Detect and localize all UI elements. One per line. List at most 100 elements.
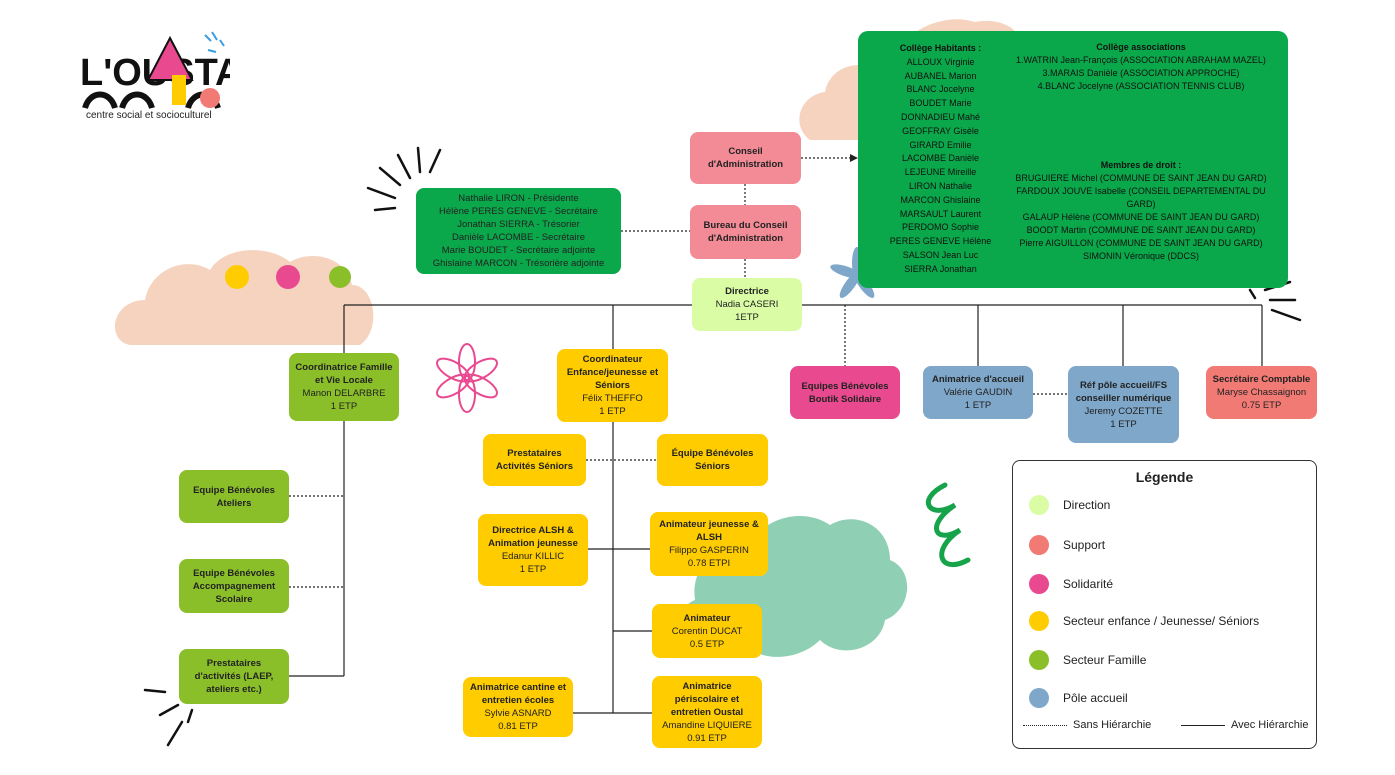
habitant: PERDOMO Sophie: [901, 222, 980, 233]
animateur-title: Animateur: [683, 612, 731, 624]
animatrice-peri-title: Animatrice périscolaire et entretien Ous…: [670, 680, 744, 718]
habitant: GIRARD Emilie: [909, 139, 972, 150]
ref-pole-title: Réf pôle accueil/FS conseiller numérique: [1075, 379, 1172, 404]
animateur-jeunesse-box: Animateur jeunesse & ALSH Filippo GASPER…: [650, 512, 768, 576]
droit-member: BRUGUIERE Michel (COMMUNE DE SAINT JEAN …: [1015, 173, 1267, 183]
equipe-seniors-box: Équipe Bénévoles Séniors: [657, 434, 768, 486]
logo-subtitle: centre social et socioculturel: [86, 110, 212, 121]
habitant: SIERRA Jonathan: [904, 263, 977, 274]
legend-label: Pôle accueil: [1063, 691, 1128, 705]
habitant: ALLOUX Virginie: [906, 56, 975, 67]
animatrice-cantine-etp: 0.81 ETP: [498, 721, 538, 732]
animatrice-accueil-title: Animatrice d'accueil: [931, 374, 1025, 385]
college-associations: Collège associations 1.WATRIN Jean-Franç…: [1010, 41, 1272, 93]
bureau-member: Marie BOUDET - Secrétaire adjointe: [441, 245, 596, 256]
association-member: 3.MARAIS Danièle (ASSOCIATION APPROCHE): [1042, 68, 1240, 78]
droit-member: SIMONIN Véronique (DDCS): [1082, 251, 1200, 261]
habitant: MARCON Ghislaine: [900, 194, 981, 205]
association-member: 4.BLANC Jocelyne (ASSOCIATION TENNIS CLU…: [1037, 81, 1245, 91]
conseil-administration-box: Conseil d'Administration: [690, 132, 801, 184]
directrice-box: Directrice Nadia CASERI 1ETP: [692, 278, 802, 331]
animateur-jeunesse-name: Filippo GASPERIN: [669, 545, 749, 556]
habitant: MARSAULT Laurent: [899, 208, 982, 219]
secretaire-box: Secrétaire Comptable Maryse Chassaignon …: [1206, 366, 1317, 419]
directrice-title: Directrice: [725, 286, 769, 297]
ref-pole-box: Réf pôle accueil/FS conseiller numérique…: [1068, 366, 1179, 443]
yellow-dot: [225, 265, 249, 289]
prestataires-seniors-title: Prestataires Activités Séniors: [495, 448, 574, 472]
legend: Légende Direction Support Solidarité Sec…: [1012, 460, 1317, 749]
directrice-etp: 1ETP: [735, 312, 759, 323]
animatrice-peri-box: Animatrice périscolaire et entretien Ous…: [652, 676, 762, 748]
droit-member: Pierre AIGUILLON (COMMUNE DE SAINT JEAN …: [1019, 238, 1263, 248]
directrice-alsh-etp: 1 ETP: [519, 564, 547, 575]
habitant: LIRON Nathalie: [908, 180, 973, 191]
green-swirl: [925, 482, 971, 568]
habitant: BOUDET Marie: [909, 98, 972, 109]
coord-famille-box: Coordinatrice Famille et Vie Locale Mano…: [289, 353, 399, 421]
legend-item: Solidarité: [1029, 574, 1113, 594]
ca-title: Conseil d'Administration: [707, 146, 784, 170]
bureau-ca-box: Bureau du Conseil d'Administration: [690, 205, 801, 259]
pink-dot: [276, 265, 300, 289]
oustal-logo: L'OUSTAL: [80, 31, 230, 110]
animatrice-accueil-name: Valérie GAUDIN: [943, 387, 1013, 398]
habitant: LACOMBE Danièle: [901, 153, 980, 164]
ref-pole-name: Jeremy COZETTE: [1084, 405, 1163, 417]
arrow-head: [850, 154, 858, 162]
legend-label: Direction: [1063, 498, 1111, 512]
animateur-etp: 0.5 ETP: [689, 638, 725, 650]
bureau-member: Danièle LACOMBE - Secrétaire: [451, 232, 586, 243]
dotted-label: Sans Hiérarchie: [1073, 719, 1152, 731]
solid-connectors: [289, 304, 1263, 714]
directrice-alsh-title: Directrice ALSH & Animation jeunesse: [488, 525, 578, 549]
legend-solid-key: Avec Hiérarchie: [1181, 719, 1308, 731]
coord-enfance-name: Félix THEFFO: [582, 393, 643, 404]
legend-item: Secteur Famille: [1029, 650, 1146, 670]
droit-member: FARDOUX JOUVE Isabelle (CONSEIL DEPARTEM…: [1016, 186, 1266, 209]
dotted-connectors: [289, 157, 1068, 588]
legend-label: Secteur enfance / Jeunesse/ Séniors: [1063, 614, 1260, 628]
legend-swatch: [1029, 611, 1049, 631]
equipes-boutik-title: Equipes Bénévoles Boutik Solidaire: [801, 380, 889, 405]
animateur-name: Corentin DUCAT: [671, 625, 743, 637]
equipe-seniors-title: Équipe Bénévoles Séniors: [671, 448, 754, 472]
animatrice-peri-etp: 0.91 ETP: [687, 732, 727, 744]
legend-label: Support: [1063, 538, 1106, 552]
legend-dotted-key: Sans Hiérarchie: [1023, 719, 1151, 731]
habitant: GEOFFRAY Gisèle: [902, 125, 979, 136]
membres-droit-title: Membres de droit :: [1100, 160, 1182, 170]
legend-item: Direction: [1029, 495, 1110, 515]
droit-member: BOODT Martin (COMMUNE DE SAINT JEAN DU G…: [1026, 225, 1256, 235]
association-member: 1.WATRIN Jean-François (ASSOCIATION ABRA…: [1016, 55, 1266, 65]
legend-swatch: [1029, 650, 1049, 670]
equipe-scolaire-title: Equipe Bénévoles Accompagnement Scolaire: [192, 567, 276, 605]
animatrice-cantine-name: Sylvie ASNARD: [484, 708, 552, 719]
pink-flower: [436, 343, 498, 413]
habitant: PERES GENEVE Hélène: [889, 236, 992, 247]
solid-label: Avec Hiérarchie: [1231, 719, 1309, 731]
dotted-line-sample: [1023, 724, 1067, 726]
legend-item: Pôle accueil: [1029, 688, 1128, 708]
legend-swatch: [1029, 535, 1049, 555]
prestataires-activites-box: Prestataires d'activités (LAEP, ateliers…: [179, 649, 289, 704]
secretaire-title: Secrétaire Comptable: [1212, 374, 1311, 385]
directrice-name: Nadia CASERI: [715, 299, 779, 310]
secretaire-name: Maryse Chassaignon: [1216, 387, 1307, 398]
bureau-member: Jonathan SIERRA - Trésorier: [457, 219, 580, 230]
bureau-ca-title: Bureau du Conseil d'Administration: [703, 220, 788, 244]
college-associations-title: Collège associations: [1096, 42, 1186, 52]
directrice-alsh-name: Edanur KILLIC: [501, 551, 565, 562]
college-habitants-title: Collège Habitants :: [899, 43, 982, 53]
animateur-jeunesse-etp: 0.78 ETPI: [687, 558, 731, 569]
habitant: SALSON Jean Luc: [902, 249, 979, 260]
coord-enfance-box: Coordinateur Enfance/jeunesse et Séniors…: [557, 349, 668, 422]
peach-cloud: [114, 250, 374, 345]
legend-label: Solidarité: [1063, 577, 1114, 591]
coord-famille-name: Manon DELARBRE: [302, 388, 386, 399]
legend-item: Secteur enfance / Jeunesse/ Séniors: [1029, 611, 1259, 631]
animatrice-peri-name: Amandine LIQUIERE: [662, 719, 752, 731]
green-dot: [329, 266, 351, 288]
ref-pole-etp: 1 ETP: [1110, 418, 1137, 430]
equipe-scolaire-box: Equipe Bénévoles Accompagnement Scolaire: [179, 559, 289, 613]
